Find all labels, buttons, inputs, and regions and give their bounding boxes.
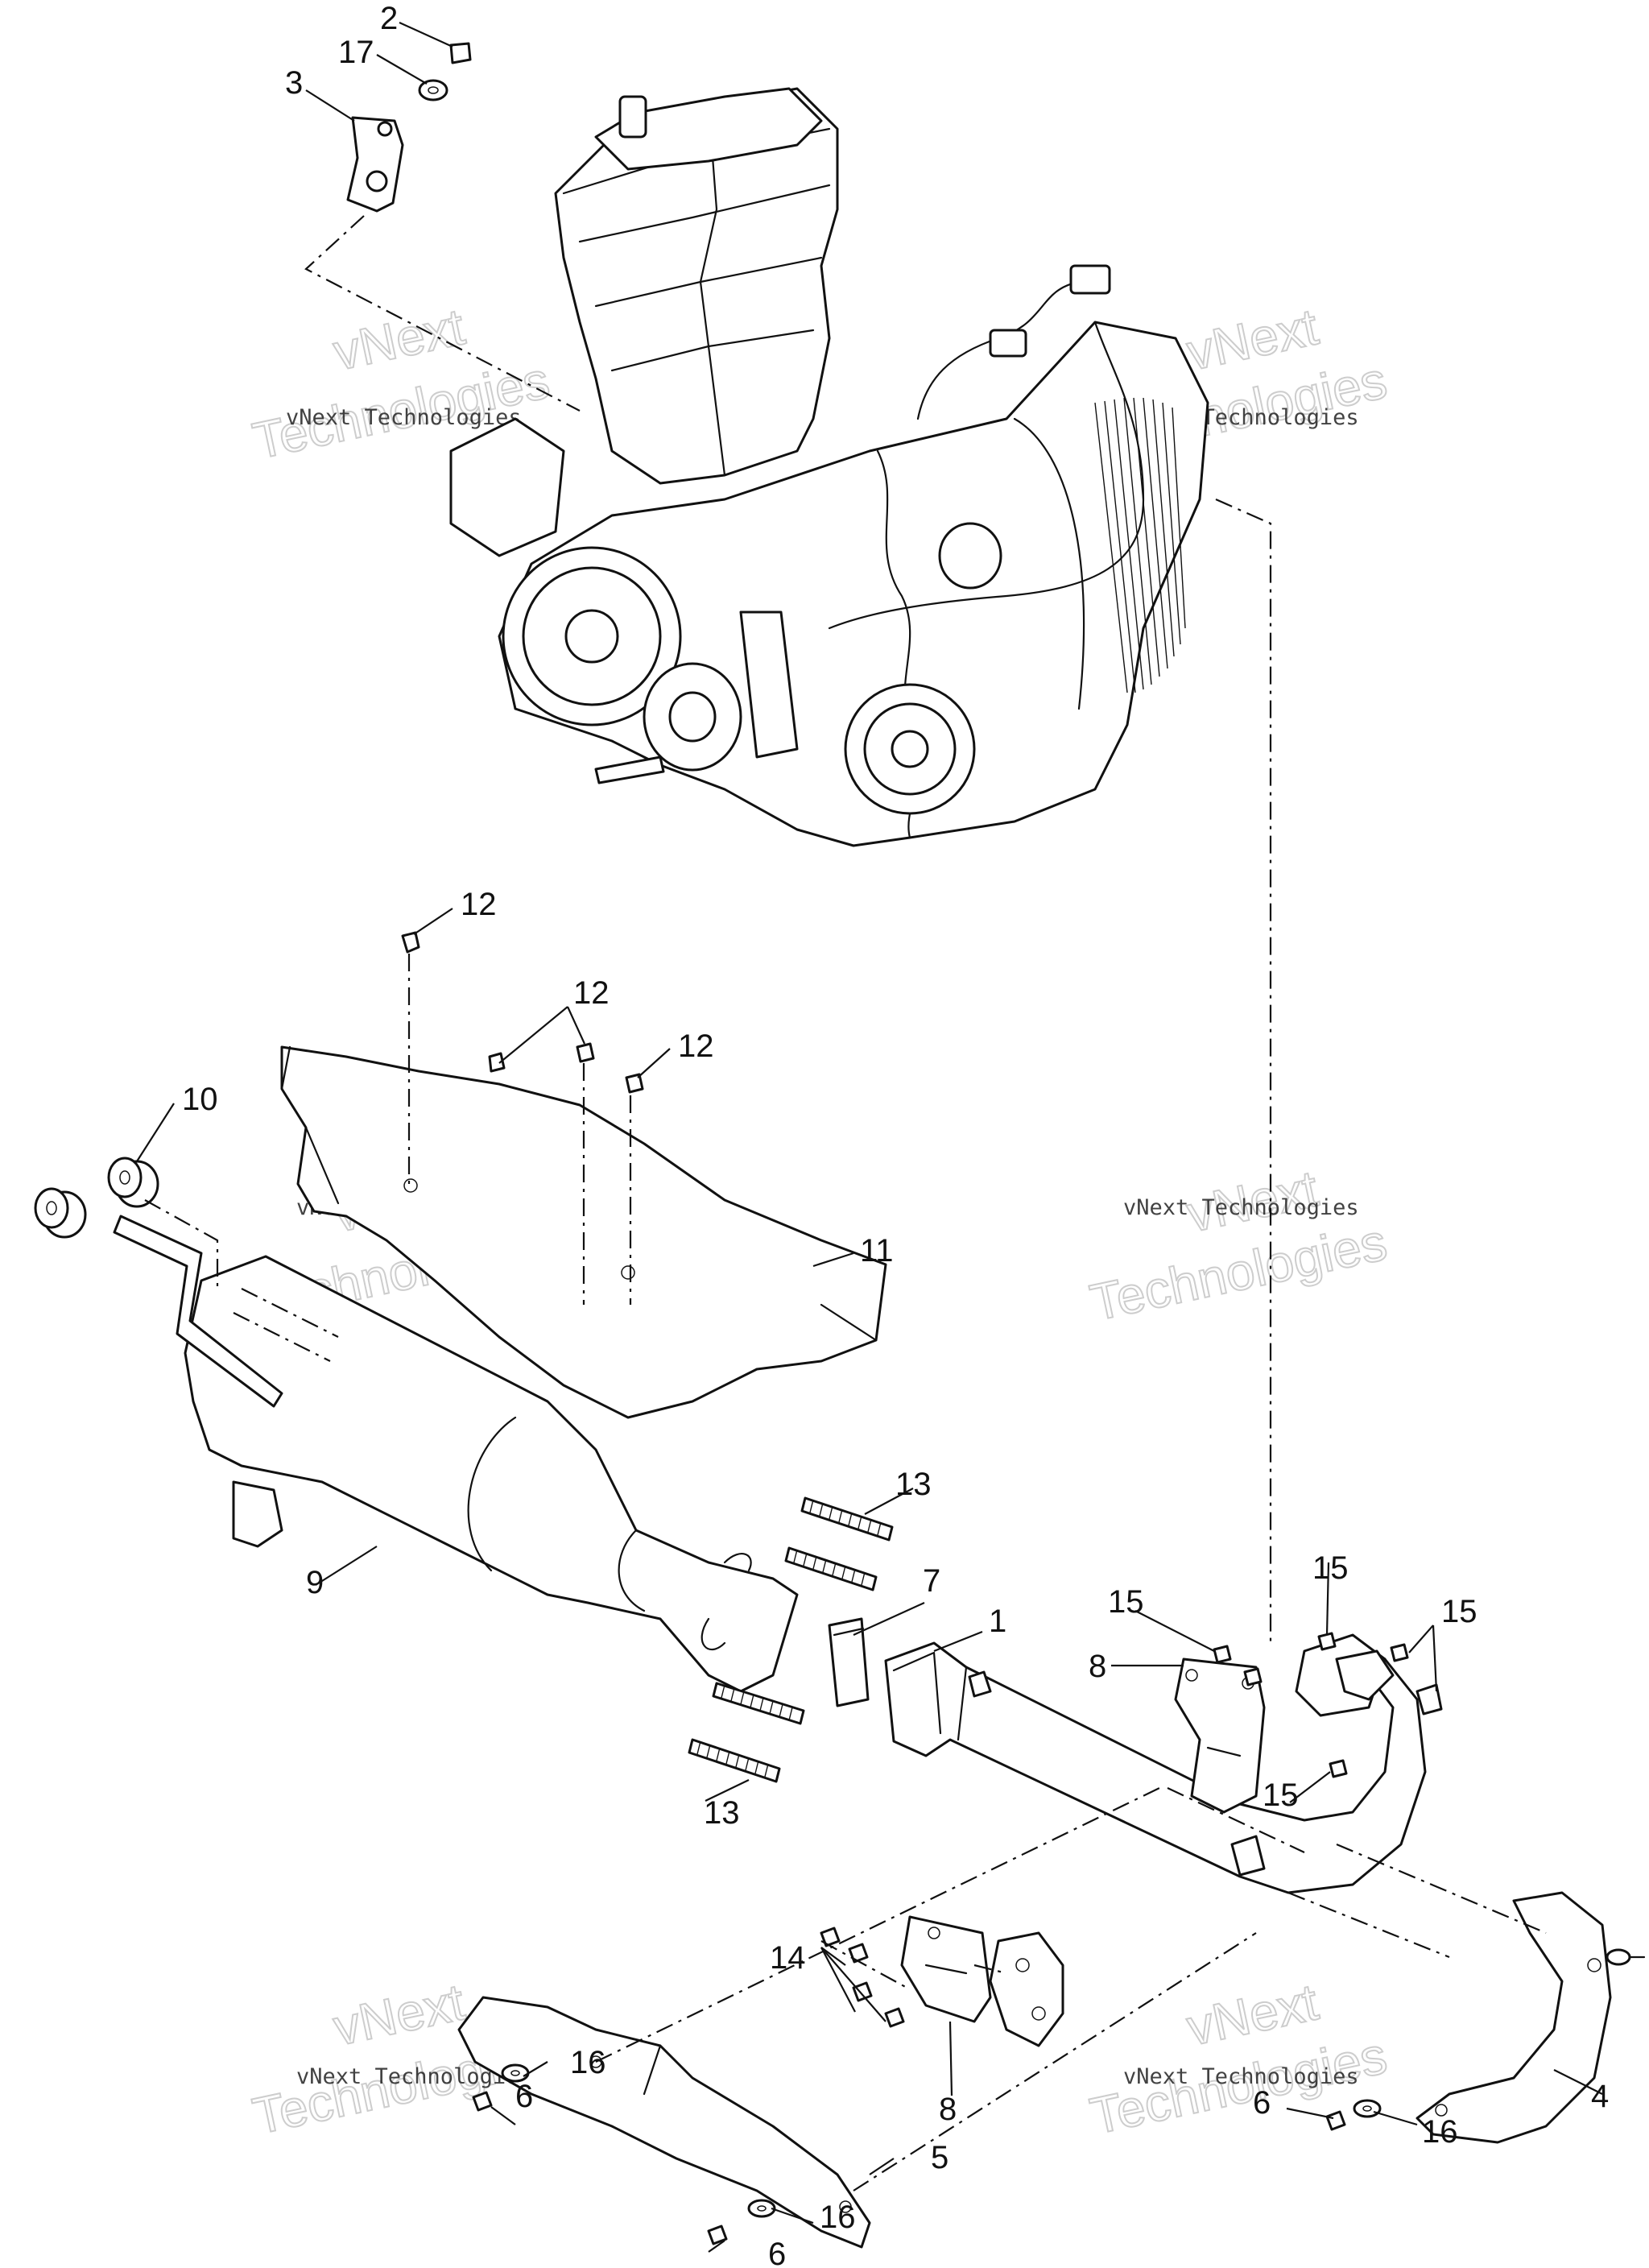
connector-icon bbox=[989, 329, 1027, 358]
part-12-bolt-a bbox=[401, 931, 420, 954]
part-12-bolt-c bbox=[488, 1052, 506, 1073]
callout-15-right: 15 bbox=[1441, 1594, 1477, 1629]
callout-14: 14 bbox=[770, 1940, 806, 1976]
part-13-spring-a bbox=[800, 1496, 894, 1542]
callout-6-left: 6 bbox=[515, 2079, 533, 2114]
callout-8-lower: 8 bbox=[939, 2092, 957, 2127]
callout-13-top: 13 bbox=[895, 1467, 932, 1502]
part-5-heat-shield bbox=[457, 1996, 871, 2249]
callout-15-top-left: 15 bbox=[1108, 1584, 1144, 1620]
callout-11: 11 bbox=[860, 1233, 894, 1269]
callout-7: 7 bbox=[923, 1563, 940, 1599]
part-10-grommet-b bbox=[107, 1157, 159, 1208]
part-14-bolts bbox=[820, 1927, 905, 2028]
watermark-bottom-right: vNext Technologies vNext Technologies bbox=[1085, 1972, 1392, 2146]
callout-16-right: 16 bbox=[1422, 2114, 1458, 2150]
callout-12-middle: 12 bbox=[573, 975, 610, 1011]
part-13-spring-b bbox=[784, 1546, 878, 1591]
callout-5: 5 bbox=[931, 2140, 948, 2175]
part-13-spring-c bbox=[712, 1682, 805, 1725]
part-8-bracket-lower bbox=[900, 1915, 992, 2023]
callout-2: 2 bbox=[380, 1, 398, 36]
watermark-middle-right: vNext Technologies vNext Technologies bbox=[1085, 1158, 1392, 1332]
part-17-washer bbox=[418, 79, 448, 101]
alignment-lines bbox=[144, 215, 1547, 2191]
callout-16-bottom: 16 bbox=[820, 2200, 856, 2235]
part-4-bend-shield bbox=[1415, 1891, 1612, 2144]
part-13-spring-d bbox=[688, 1738, 781, 1783]
callout-15-top: 15 bbox=[1312, 1550, 1349, 1586]
partial-bolt-right-edge bbox=[1606, 1948, 1646, 1966]
svg-text:vNext Technologies: vNext Technologies bbox=[1123, 1195, 1359, 1220]
part-3-bracket bbox=[346, 116, 404, 213]
callout-12-top: 12 bbox=[461, 887, 497, 922]
callout-15-bottom: 15 bbox=[1263, 1778, 1299, 1813]
svg-text:vNext: vNext bbox=[329, 1972, 469, 2056]
svg-text:vNext Technologies: vNext Technologies bbox=[1123, 2064, 1359, 2089]
callout-6-right: 6 bbox=[1253, 2085, 1271, 2121]
callout-16-left: 16 bbox=[570, 2045, 606, 2080]
part-7-seal bbox=[828, 1617, 870, 1707]
part-12-bolt-d bbox=[625, 1073, 644, 1094]
callout-10: 10 bbox=[182, 1082, 218, 1117]
gasket-plate bbox=[989, 1931, 1064, 2047]
connector-icon bbox=[1069, 264, 1111, 295]
callout-9: 9 bbox=[306, 1565, 324, 1600]
part-12-bolt-b bbox=[576, 1042, 595, 1063]
callout-8-upper: 8 bbox=[1089, 1649, 1106, 1684]
engine-assembly bbox=[449, 87, 1209, 847]
callout-17: 17 bbox=[338, 35, 374, 70]
part-2-bolt bbox=[449, 42, 472, 64]
svg-text:vNext Technologies: vNext Technologies bbox=[286, 405, 522, 430]
callout-6-bottom: 6 bbox=[768, 2237, 786, 2268]
callout-labels: 2 17 3 12 12 12 10 11 13 9 7 1 15 15 15 … bbox=[182, 1, 1609, 2268]
part-1-header-pipe bbox=[884, 1633, 1443, 1894]
callout-4: 4 bbox=[1591, 2079, 1609, 2114]
part-9-muffler bbox=[113, 1215, 799, 1693]
part-6-bolts bbox=[472, 2091, 1346, 2245]
callout-3: 3 bbox=[285, 65, 303, 101]
part-10-grommet-a bbox=[34, 1187, 87, 1239]
callout-12-right: 12 bbox=[678, 1028, 714, 1064]
leader-lines bbox=[136, 21, 1603, 2253]
callout-13-bottom: 13 bbox=[704, 1795, 740, 1831]
svg-text:vNext: vNext bbox=[329, 297, 469, 381]
callout-1: 1 bbox=[989, 1604, 1006, 1639]
